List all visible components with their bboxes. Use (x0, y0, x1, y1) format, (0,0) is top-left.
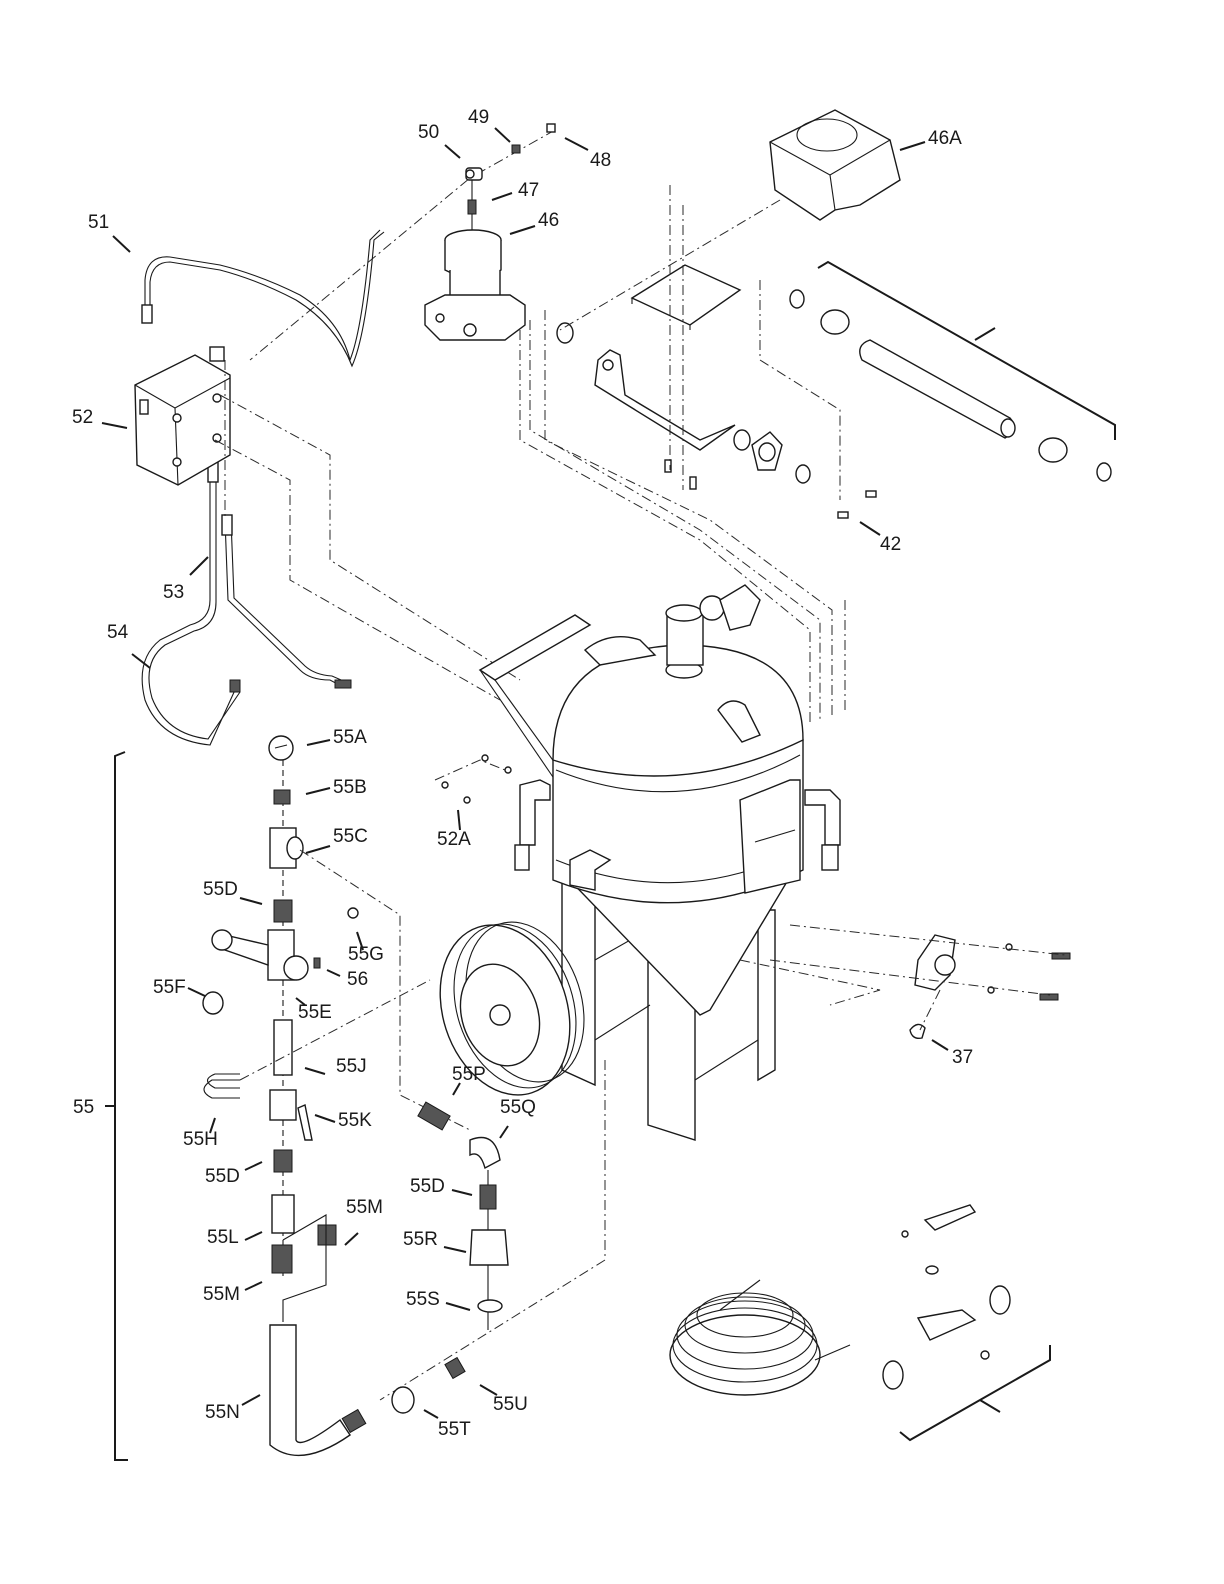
part-55G-plug (348, 908, 358, 918)
part-48-fitting (547, 124, 555, 132)
part-47-nipple (468, 200, 476, 214)
part-50-tee (466, 168, 482, 180)
part-55L-check-valve (272, 1195, 294, 1233)
callout-46A: 46A (928, 128, 962, 149)
callout-56: 56 (347, 969, 368, 990)
callout-37: 37 (952, 1047, 973, 1068)
callout-50: 50 (418, 122, 439, 143)
part-56-fitting (314, 958, 320, 968)
part-55U-nipple (445, 1358, 465, 1379)
callout-55U: 55U (493, 1394, 528, 1415)
callout-55G: 55G (348, 944, 384, 965)
callout-49: 49 (468, 107, 489, 128)
part-55C-tee (270, 828, 303, 868)
callout-55H: 55H (183, 1129, 218, 1150)
part-55M-bushing-2 (318, 1225, 336, 1245)
callout-55R: 55R (403, 1229, 438, 1250)
fasteners-52A (435, 755, 511, 803)
part-55D-nipple-2 (274, 1150, 292, 1172)
callout-47: 47 (518, 180, 539, 201)
callout-55P: 55P (452, 1064, 486, 1085)
callout-55T: 55T (438, 1419, 471, 1440)
callout-42: 42 (880, 534, 901, 555)
callout-55Q: 55Q (500, 1097, 536, 1118)
callout-55D-3: 55D (410, 1176, 445, 1197)
callout-55: 55 (73, 1097, 94, 1118)
part-55D-nipple (274, 900, 292, 922)
callout-55J: 55J (336, 1056, 367, 1077)
callout-46: 46 (538, 210, 559, 231)
roller-tube (821, 310, 1067, 462)
callout-55M-right: 55M (346, 1197, 383, 1218)
part-55K-ball-valve (270, 1090, 312, 1140)
part-55N-hose (270, 1325, 366, 1455)
callout-55D: 55D (203, 879, 238, 900)
callout-53: 53 (163, 582, 184, 603)
part-55S-gasket (478, 1300, 502, 1312)
callout-55E: 55E (298, 1002, 332, 1023)
callout-55A: 55A (333, 727, 367, 748)
callout-55B: 55B (333, 777, 367, 798)
callout-55D-2: 55D (205, 1166, 240, 1187)
part-55H-u-bolt (204, 980, 430, 1098)
mount-plate (632, 265, 740, 330)
part-46-valve (425, 230, 525, 340)
part-55M-bushing (272, 1245, 292, 1273)
callout-55S: 55S (406, 1289, 440, 1310)
callout-55L: 55L (207, 1227, 239, 1248)
callout-52: 52 (72, 407, 93, 428)
remote-control-kit (670, 1205, 1010, 1395)
callout-55M: 55M (203, 1284, 240, 1305)
part-55Q-elbow (470, 1138, 500, 1169)
part-55D-nipple-3 (480, 1185, 496, 1209)
bracket-55 (115, 752, 128, 1460)
valve-assembly-46 (250, 124, 555, 360)
part-55B-bushing (274, 790, 290, 804)
part-55J-nipple (274, 1020, 292, 1075)
callout-55K: 55K (338, 1110, 372, 1131)
axle-bearing (740, 925, 1070, 1038)
callout-55F: 55F (153, 977, 186, 998)
part-55F-gauge (203, 992, 223, 1014)
callout-55N: 55N (205, 1402, 240, 1423)
callout-52A: 52A (437, 829, 471, 850)
hose-51 (142, 230, 384, 366)
part-46A-cover (770, 110, 900, 220)
hose-53 (222, 515, 351, 688)
part-55E-regulator (212, 930, 308, 980)
callout-51: 51 (88, 212, 109, 233)
bracket (595, 350, 735, 450)
part-55T-bushing (392, 1387, 414, 1413)
callout-48: 48 (590, 150, 611, 171)
part-55R-coupling (470, 1230, 508, 1265)
subassembly-bracket-bottom (900, 1345, 1050, 1440)
part-49-nut (512, 145, 520, 153)
callout-54: 54 (107, 622, 129, 643)
part-55A-gauge (269, 736, 293, 760)
callout-55C: 55C (333, 826, 368, 847)
